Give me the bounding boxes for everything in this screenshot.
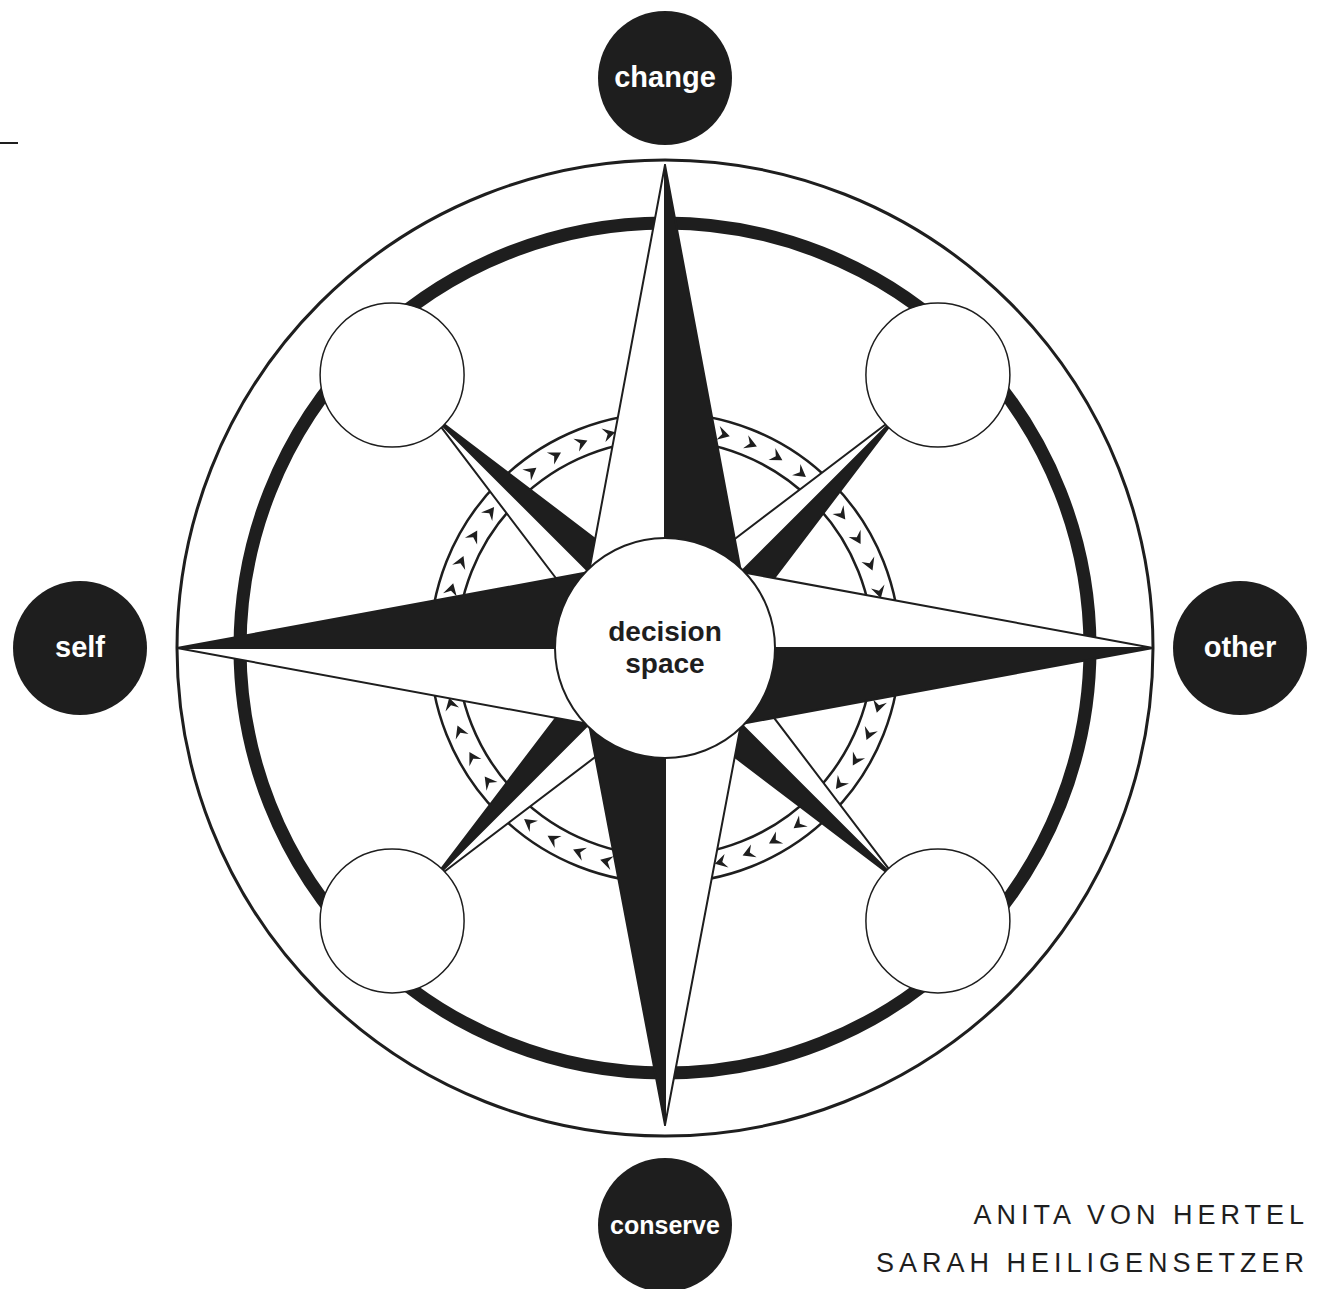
ring-chevron	[548, 836, 562, 848]
ring-chevron	[469, 752, 481, 766]
empty-circle	[320, 303, 464, 447]
node-label: self	[55, 631, 105, 664]
ring-chevron	[443, 583, 457, 596]
ring-chevron	[481, 507, 494, 521]
pole-circle: conserve	[598, 1158, 732, 1289]
ring-chevron	[573, 439, 587, 452]
ring-chevron	[452, 556, 465, 570]
pole-circle: self	[13, 581, 147, 715]
ring-chevron	[524, 819, 538, 832]
ring-chevron	[456, 726, 469, 740]
outer-ring	[177, 160, 1153, 1136]
pole-circle: change	[598, 11, 732, 145]
pole-circle: other	[1173, 581, 1307, 715]
ring-chevron	[573, 848, 587, 861]
empty-circle	[320, 849, 464, 993]
main-points	[177, 165, 1153, 1125]
ring-chevron	[769, 832, 783, 844]
node-label: other	[1204, 631, 1277, 664]
ring-chevron	[849, 530, 861, 544]
ring-chevron	[769, 448, 783, 460]
ring-chevron	[743, 435, 757, 448]
empty-circle	[866, 849, 1010, 993]
ring-chevron	[873, 699, 887, 712]
ring-chevron	[743, 845, 757, 858]
empty-circle	[866, 303, 1010, 447]
ring-chevron	[522, 468, 536, 481]
author-name: SARAH HEILIGENSETZER	[876, 1248, 1309, 1279]
ring-chevron	[836, 775, 849, 789]
author-name: ANITA VON HERTEL	[973, 1200, 1309, 1231]
node-label: conserve	[610, 1211, 720, 1240]
ring-chevron	[485, 777, 498, 791]
node-label: change	[614, 61, 716, 94]
ring-chevron	[716, 426, 729, 440]
ring-chevron	[465, 531, 477, 545]
node-label: decision space	[590, 616, 740, 680]
ring-chevron	[865, 726, 878, 740]
corner-rule	[0, 142, 18, 144]
ring-chevron	[833, 505, 846, 519]
ring-chevron	[600, 856, 613, 870]
center-circle: decision space	[554, 537, 776, 759]
ring-chevron	[794, 816, 808, 829]
ring-chevron	[862, 556, 875, 570]
ring-chevron	[547, 452, 561, 464]
ring-chevron	[792, 464, 806, 477]
ring-chevron	[853, 752, 865, 766]
